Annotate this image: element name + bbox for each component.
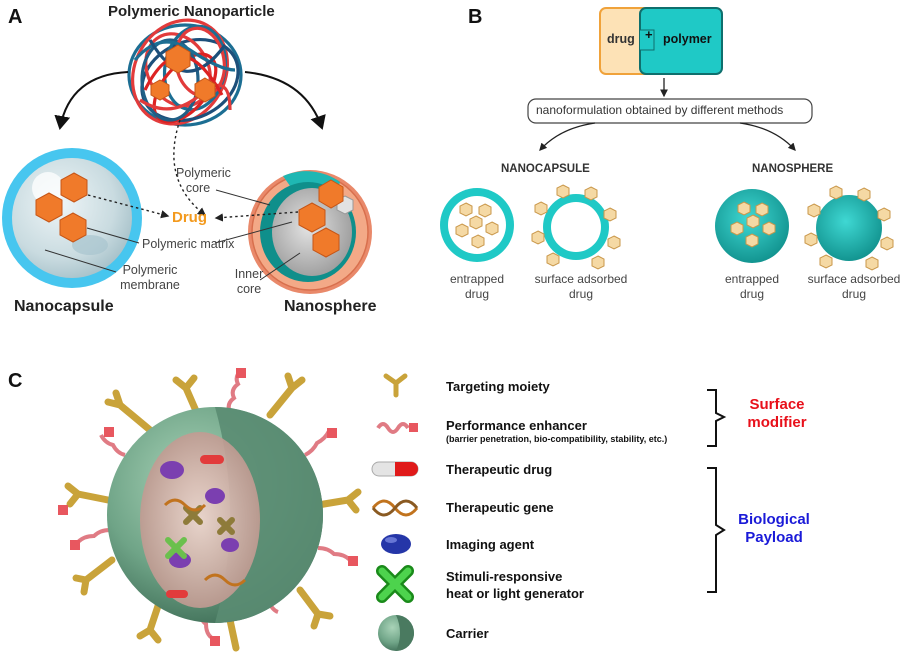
payload-brace	[707, 467, 726, 593]
polymeric-membrane-label: Polymeric membrane	[120, 263, 180, 292]
legend-therapeutic-gene: Therapeutic gene	[446, 500, 554, 515]
legend-performance-enhancer: Performance enhancer	[446, 418, 587, 433]
arrow-to-nanosphere	[244, 71, 326, 130]
legend-icons	[371, 373, 419, 651]
box-drug-label: drug	[607, 32, 635, 46]
nanosphere-entrapped-drawing	[715, 189, 789, 263]
nanosphere-entrapped-label: entrapped drug	[724, 272, 780, 301]
nanosphere-name: Nanosphere	[284, 298, 377, 315]
drug-label: Drug	[172, 209, 207, 226]
method-label: nanoformulation obtained by different me…	[536, 103, 784, 117]
surface-brace	[707, 389, 727, 447]
nanosphere-heading: NANOSPHERE	[752, 163, 834, 175]
polymeric-nanoparticle-tangle	[127, 17, 243, 133]
biological-payload-group: Biological Payload	[738, 511, 810, 546]
nanocapsule-illustration	[2, 148, 142, 288]
surface-modifier-group: Surface modifier	[747, 396, 807, 431]
method-box	[527, 98, 813, 124]
nanocapsule-surface-label: surface adsorbed drug	[534, 272, 628, 301]
nanocapsule-entrapped-drawing	[440, 188, 514, 262]
inner-core-label: Inner core	[234, 267, 264, 296]
drug-polymer-box	[599, 7, 723, 75]
panel-b-letter: B	[468, 6, 483, 28]
box-polymer-label: polymer	[663, 32, 712, 46]
legend-stimuli-responsive: Stimuli-responsive heat or light generat…	[446, 569, 584, 601]
legend-therapeutic-drug: Therapeutic drug	[446, 462, 553, 477]
nanocapsule-heading: NANOCAPSULE	[501, 163, 590, 175]
nanocapsule-surface-drawing	[531, 184, 621, 270]
legend-performance-enhancer-sub: (barrier penetration, bio-compatibility,…	[446, 434, 668, 444]
legend-carrier: Carrier	[446, 626, 489, 641]
arrow-to-nanocapsule	[54, 71, 129, 130]
panel-a-letter: A	[8, 6, 23, 28]
legend-imaging-agent: Imaging agent	[446, 537, 535, 552]
multifunctional-carrier-illustration	[58, 368, 362, 652]
panel-c-letter: C	[8, 370, 23, 392]
polymeric-matrix-label: Polymeric matrix	[142, 237, 235, 251]
box-plus-label: +	[645, 27, 653, 42]
nanosphere-illustration	[248, 170, 372, 294]
legend-targeting-moiety: Targeting moiety	[446, 379, 550, 394]
polymeric-nanoparticle-title: Polymeric Nanoparticle	[108, 3, 275, 20]
polymeric-core-label: Polymeric core	[176, 166, 231, 195]
nanosphere-surface-drawing	[804, 185, 894, 271]
nanocapsule-name: Nanocapsule	[14, 298, 114, 315]
nanosphere-surface-label: surface adsorbed drug	[807, 272, 901, 301]
nanocapsule-entrapped-label: entrapped drug	[449, 272, 505, 301]
